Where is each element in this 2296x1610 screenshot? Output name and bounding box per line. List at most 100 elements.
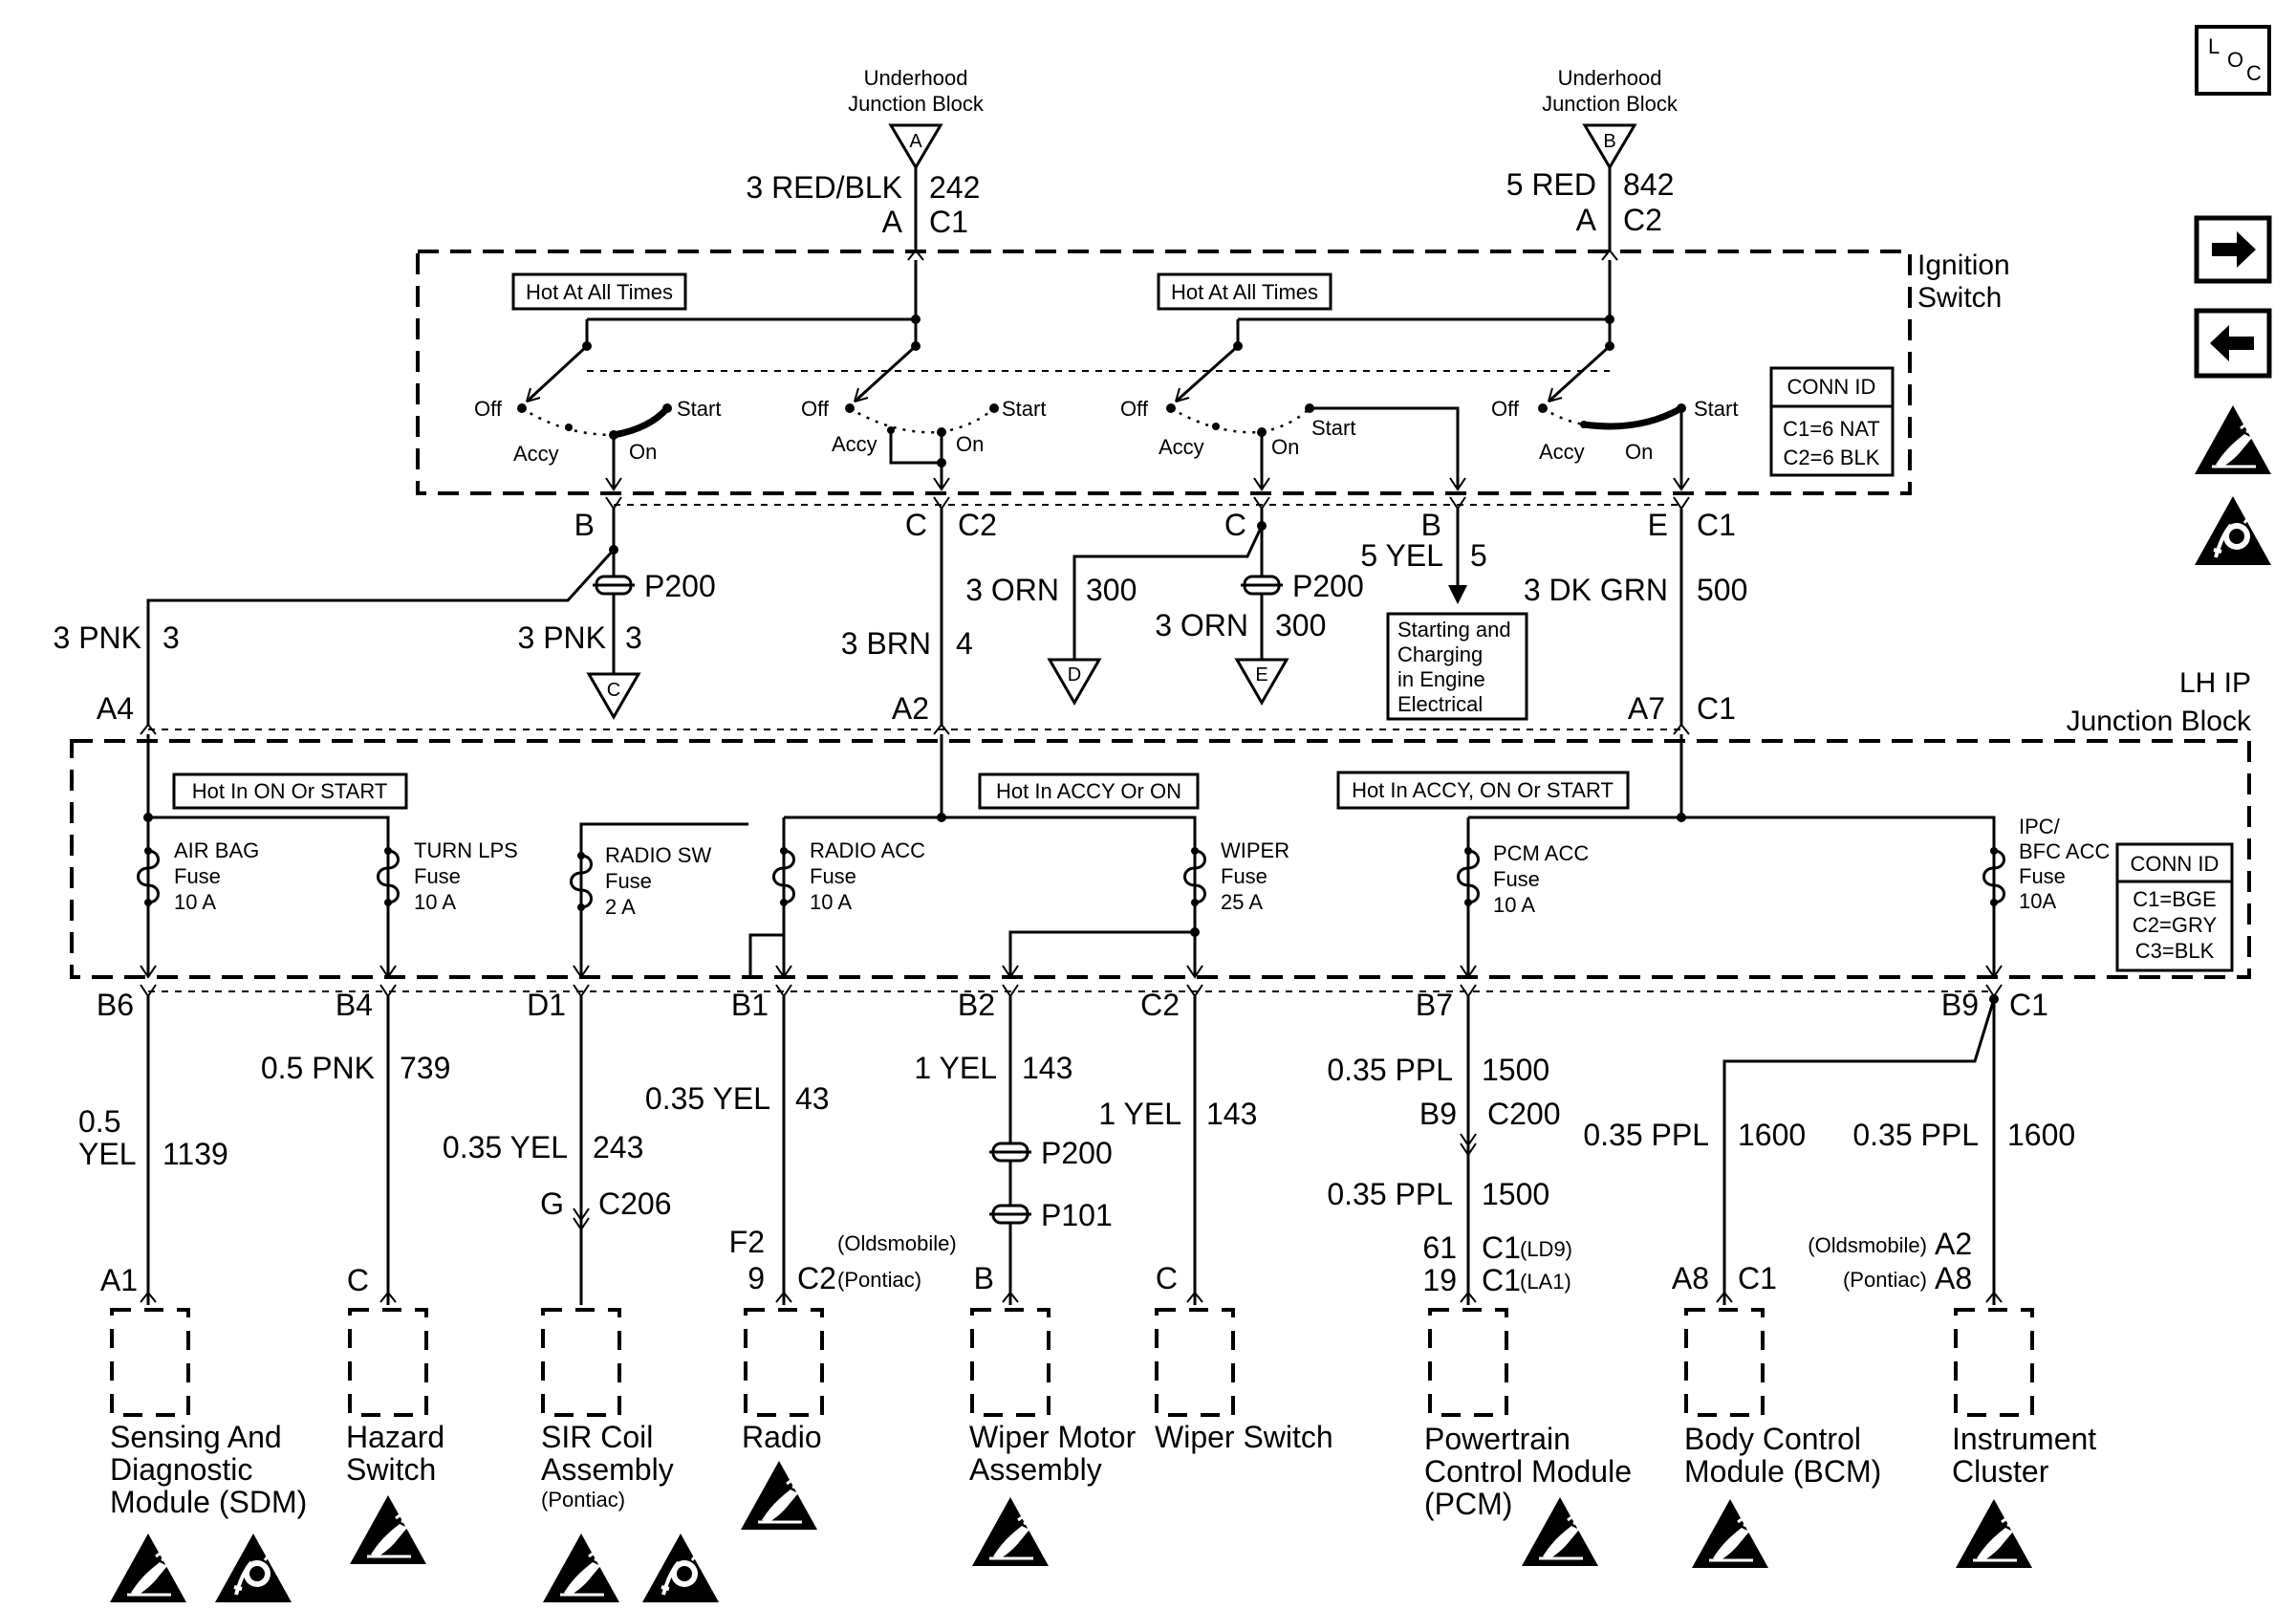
ignition-pole-4: Off Accy On Start — [1491, 341, 1738, 491]
hot-accy-on-start-label: Hot In ACCY, ON Or START — [1352, 778, 1614, 802]
airbag-warning-icon — [640, 1532, 721, 1604]
junction-block-title-2: Junction Block — [2067, 706, 2252, 737]
source-a-conn: C1 — [929, 205, 968, 239]
esd-warning-icon — [108, 1532, 188, 1604]
pcm-conn-1: C1 — [1482, 1230, 1521, 1265]
pnk-splice-circuit: 3 — [625, 620, 642, 655]
pole-3-on: On — [1271, 435, 1299, 459]
jb-out-b4: B4 — [336, 988, 373, 1022]
wiper-motor-pin: B — [974, 1261, 994, 1295]
bcm-pin: A8 — [1672, 1261, 1709, 1295]
source-a-wire: 3 RED/BLK — [746, 170, 902, 205]
esd-warning-icon — [1690, 1497, 1770, 1570]
ipc-pin-pon: A8 — [1935, 1261, 1972, 1295]
bcm-name-1: Body Control — [1684, 1422, 1861, 1456]
component-wiper-switch: Wiper Switch — [1155, 1308, 1333, 1454]
sdm-pin: A1 — [100, 1263, 138, 1297]
esd-warning-icon — [970, 1495, 1051, 1568]
bcm-circuit: 1600 — [1738, 1118, 1806, 1152]
pole-1-start: Start — [677, 397, 721, 421]
jb-in-a7-conn: C1 — [1697, 691, 1736, 726]
ign-out-b-pin: B — [574, 508, 595, 542]
source-b-pin: A — [1576, 203, 1597, 237]
starting-charging-box — [1386, 612, 1528, 721]
pnk-left-wire: 3 PNK — [54, 620, 141, 655]
pcm-circuit: 1500 — [1482, 1053, 1549, 1087]
ignition-switch-title-1: Ignition — [1917, 250, 2010, 281]
jb-outputs: B6 B4 D1 B1 B2 C2 B7 B9 C1 — [97, 984, 2048, 1022]
fuse-radioacc-name: RADIO ACC — [810, 838, 925, 862]
fuse-radioacc-type: Fuse — [810, 864, 856, 888]
next-page-button[interactable] — [2194, 215, 2272, 284]
left-arrow-icon — [2210, 325, 2254, 361]
sir-inline-conn: C206 — [598, 1186, 672, 1221]
ipc-circuit: 1600 — [2007, 1118, 2075, 1152]
source-b-label-2: Junction Block — [1542, 92, 1679, 116]
ignition-pole-1: Off Accy On Start — [474, 341, 721, 491]
pole-2-start: Start — [1002, 397, 1046, 421]
pole-1-accy: Accy — [513, 442, 559, 466]
radio-circuit: 43 — [795, 1081, 830, 1116]
sdm-name-1: Sensing And — [110, 1420, 282, 1454]
source-b-letter: B — [1603, 131, 1615, 152]
ipc-note-pon: (Pontiac) — [1843, 1268, 1927, 1292]
dkgrn-wire: 3 DK GRN — [1524, 573, 1668, 607]
airbag-warning-icon — [213, 1532, 293, 1604]
pcm-note-2: (LA1) — [1520, 1270, 1571, 1294]
component-hazard: Hazard Switch — [346, 1308, 444, 1566]
pole-3-start: Start — [1311, 416, 1355, 440]
loc-o: O — [2227, 48, 2243, 72]
yel-circuit: 5 — [1470, 538, 1487, 573]
ipc-wire: 0.35 PPL — [1852, 1118, 1979, 1152]
ignition-switch-outline — [416, 250, 1912, 495]
jb-conn-id-c3: C3=BLK — [2135, 939, 2215, 963]
fuse-turnlps-name: TURN LPS — [414, 838, 518, 862]
loc-c: C — [2246, 61, 2262, 85]
source-a-label-1: Underhood — [864, 66, 968, 90]
hot-accy-on-label: Hot In ACCY Or ON — [996, 779, 1181, 803]
source-a-letter: A — [909, 131, 922, 152]
source-a-label-2: Junction Block — [848, 92, 985, 116]
radio-note-old: (Oldsmobile) — [837, 1231, 957, 1255]
source-b-symbol — [1582, 123, 1637, 170]
wiper-motor-circuit: 143 — [1022, 1051, 1072, 1085]
ground-c-letter: C — [607, 680, 620, 701]
orn-left-circuit: 300 — [1086, 573, 1137, 607]
pole-2-on: On — [956, 432, 984, 456]
location-button[interactable]: L O C — [2195, 25, 2271, 96]
sdm-wire-1: 0.5 — [78, 1104, 120, 1139]
fuse-pcmacc-name: PCM ACC — [1493, 841, 1589, 865]
orn-splice-wire: 3 ORN — [1155, 608, 1248, 642]
pole-4-start: Start — [1694, 397, 1738, 421]
ground-d-symbol — [1047, 658, 1102, 706]
p200-splice-2: P200 — [1292, 569, 1364, 603]
junction-block-title-1: LH IP — [2179, 667, 2251, 699]
ignition-pole-2: Off Accy On Start — [801, 341, 1046, 491]
airbag-warning-icon — [2193, 494, 2273, 567]
sidebar: L O C — [2193, 25, 2273, 567]
fuse-wiper-type: Fuse — [1221, 864, 1267, 888]
fuse-pcmacc-type: Fuse — [1493, 867, 1540, 891]
yel-dest-4: Electrical — [1397, 692, 1483, 716]
ground-d-letter: D — [1068, 664, 1081, 685]
fuse-ipc-type: Fuse — [2019, 864, 2066, 888]
ign-conn-id-c2: C2=6 BLK — [1784, 446, 1880, 469]
ipc-name-1: Instrument — [1952, 1422, 2096, 1456]
pcm-inline-pin: B9 — [1419, 1097, 1457, 1131]
ign-out-c-pin: C — [905, 508, 927, 542]
prev-page-button[interactable] — [2194, 308, 2272, 379]
ignition-conn-id: CONN ID C1=6 NAT C2=6 BLK — [1769, 366, 1895, 477]
fuse-wiper-name: WIPER — [1221, 838, 1289, 862]
ignition-switch: Ignition Switch Hot At All Times Hot At … — [416, 250, 2010, 495]
fuse-ipc-name: IPC/ — [2019, 815, 2061, 838]
sir-inline-pin: G — [540, 1186, 564, 1221]
source-b-circuit: 842 — [1623, 167, 1674, 202]
branch-wires: 0.5 YEL 1139 A1 0.5 PNK 739 C 0.35 YEL 2… — [78, 994, 2075, 1305]
esd-warning-icon — [541, 1532, 621, 1604]
fuse-ipc-rating: 10A — [2019, 889, 2056, 913]
pcm-name-1: Powertrain — [1424, 1422, 1570, 1456]
pcm-wire: 0.35 PPL — [1327, 1053, 1453, 1087]
jb-out-d1: D1 — [527, 988, 566, 1022]
fuse-airbag-rating: 10 A — [174, 890, 216, 914]
